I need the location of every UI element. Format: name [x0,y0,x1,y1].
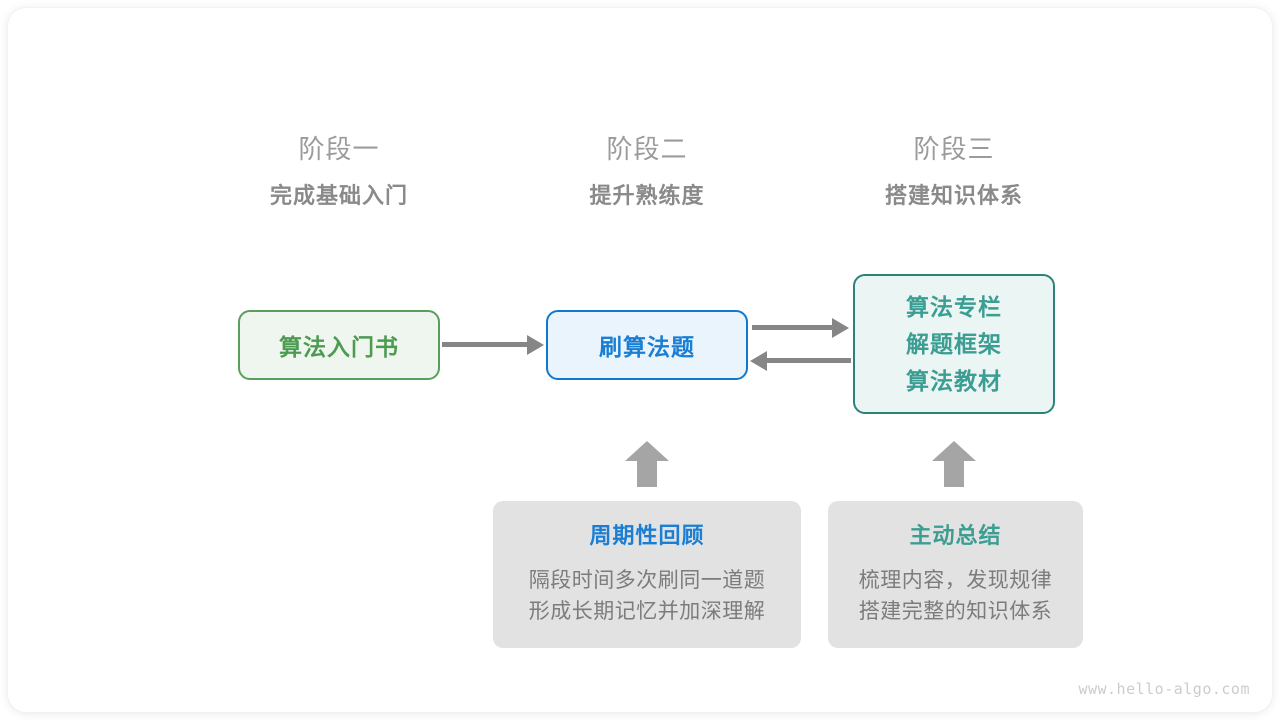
arrow-resources-to-practice-shaft [767,358,851,363]
arrow-practice-to-resources-shaft [752,325,835,330]
tip-card-periodic-review-body-line-2: 形成长期记忆并加深理解 [528,600,766,623]
node-learning-resources: 算法专栏 解题框架 算法教材 [853,274,1055,414]
block-arrow-up-review-icon [625,441,669,487]
stage-1-title: 完成基础入门 [269,183,408,208]
arrow-book-to-practice-head-icon [527,335,544,355]
stage-3-number: 阶段三 [913,134,995,164]
node-resource-line-2: 解题框架 [906,330,1002,357]
site-watermark: www.hello-algo.com [1078,680,1250,698]
arrow-resources-to-practice-head-icon [750,351,767,371]
stage-header-1: 阶段一 完成基础入门 [209,130,469,213]
tip-card-active-summary-body-line-1: 梳理内容，发现规律 [858,569,1053,592]
node-practice-problems: 刷算法题 [546,310,748,380]
stage-2-number: 阶段二 [606,134,688,164]
tip-card-active-summary-title: 主动总结 [909,523,1002,548]
arrow-book-to-practice-shaft [442,342,530,347]
block-arrow-up-summary-icon [932,441,976,487]
tip-card-periodic-review-body: 隔段时间多次刷同一道题 形成长期记忆并加深理解 [493,565,801,627]
arrow-practice-to-resources-head-icon [832,318,849,338]
node-practice-problems-label: 刷算法题 [599,334,695,360]
block-arrow-up-review-head [625,441,669,461]
block-arrow-up-summary-head [932,441,976,461]
node-resource-line-1: 算法专栏 [906,293,1002,320]
stage-1-number: 阶段一 [298,134,380,164]
node-intro-book-label: 算法入门书 [279,334,399,360]
tip-card-active-summary-body-line-2: 搭建完整的知识体系 [858,600,1053,623]
tip-card-active-summary: 主动总结 梳理内容，发现规律 搭建完整的知识体系 [828,501,1083,648]
tip-card-periodic-review: 周期性回顾 隔段时间多次刷同一道题 形成长期记忆并加深理解 [493,501,801,648]
diagram-canvas: 阶段一 完成基础入门 阶段二 提升熟练度 阶段三 搭建知识体系 算法入门书 刷算… [8,8,1272,712]
stage-header-2: 阶段二 提升熟练度 [517,130,777,213]
tip-card-periodic-review-body-line-1: 隔段时间多次刷同一道题 [528,569,766,592]
tip-card-periodic-review-title: 周期性回顾 [589,523,705,548]
tip-card-active-summary-body: 梳理内容，发现规律 搭建完整的知识体系 [828,565,1083,627]
block-arrow-up-summary-shaft [944,459,964,487]
block-arrow-up-review-shaft [637,459,657,487]
stage-header-3: 阶段三 搭建知识体系 [824,130,1084,213]
stage-3-title: 搭建知识体系 [884,183,1023,208]
node-resource-line-3: 算法教材 [906,367,1002,394]
node-intro-book: 算法入门书 [238,310,440,380]
stage-2-title: 提升熟练度 [589,183,705,208]
